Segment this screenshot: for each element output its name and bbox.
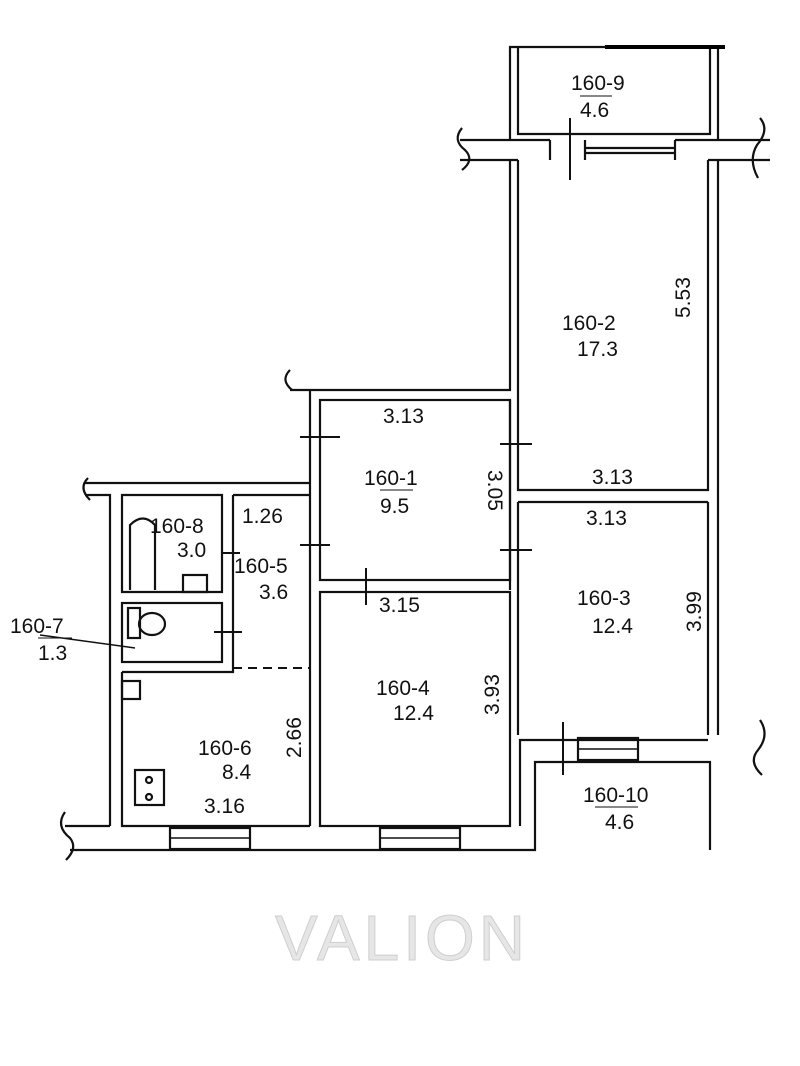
toilet-icon <box>126 606 167 640</box>
room-area: 8.4 <box>222 761 252 784</box>
room-area: 1.3 <box>38 642 67 665</box>
dim-room2-width: 3.13 <box>592 466 633 489</box>
dim-room3-height: 3.99 <box>683 591 706 632</box>
room-id: 160-4 <box>376 677 430 700</box>
dim-room1-height: 3.05 <box>483 470 506 511</box>
room-160-1: 160-1 9.5 <box>364 467 418 518</box>
room-id: 160-10 <box>583 784 648 807</box>
vent-icon <box>120 679 142 701</box>
room-160-10: 160-10 4.6 <box>583 784 648 834</box>
room-160-3: 160-3 12.4 <box>577 587 633 638</box>
room-id: 160-9 <box>571 72 625 95</box>
room-id: 160-8 <box>150 515 204 538</box>
room-area: 4.6 <box>580 99 609 122</box>
dim-room2-height: 5.53 <box>672 277 695 318</box>
walls <box>39 45 770 861</box>
room-area: 3.6 <box>259 581 288 604</box>
room-160-2: 160-2 17.3 <box>562 312 618 361</box>
dimensions: 3.13 3.05 3.15 3.93 5.53 3.13 3.13 3.99 … <box>204 277 706 818</box>
dim-room6-height: 2.66 <box>283 717 306 758</box>
room-area: 17.3 <box>577 338 618 361</box>
room-id: 160-6 <box>198 737 252 760</box>
dim-room6-width: 3.16 <box>204 795 245 818</box>
room-area: 3.0 <box>177 539 206 562</box>
room-160-7: 160-7 1.3 <box>10 615 72 665</box>
room-area: 12.4 <box>393 702 434 725</box>
room-id: 160-2 <box>562 312 616 335</box>
room-160-9: 160-9 4.6 <box>571 72 625 122</box>
windows <box>168 722 640 851</box>
dim-room5-width: 1.26 <box>242 505 283 528</box>
dim-room1-width: 3.13 <box>383 405 424 428</box>
room-160-4: 160-4 12.4 <box>376 677 434 725</box>
dim-room3-width: 3.13 <box>586 507 627 530</box>
dim-room4-width: 3.15 <box>379 594 420 617</box>
room-160-6: 160-6 8.4 <box>198 737 252 784</box>
sink-icon <box>181 573 209 594</box>
bathtub-icon <box>128 517 157 590</box>
room-area: 9.5 <box>380 495 409 518</box>
stove-icon <box>133 768 166 807</box>
room-area: 12.4 <box>592 615 633 638</box>
room-160-8: 160-8 3.0 <box>150 515 206 562</box>
room-id: 160-1 <box>364 467 418 490</box>
room-id: 160-5 <box>234 555 288 578</box>
room-area: 4.6 <box>605 811 634 834</box>
room-id: 160-7 <box>10 615 64 638</box>
room-id: 160-3 <box>577 587 631 610</box>
dim-room4-height: 3.93 <box>481 674 504 715</box>
room-160-5: 160-5 3.6 <box>234 555 288 604</box>
watermark: VALION <box>275 902 529 974</box>
